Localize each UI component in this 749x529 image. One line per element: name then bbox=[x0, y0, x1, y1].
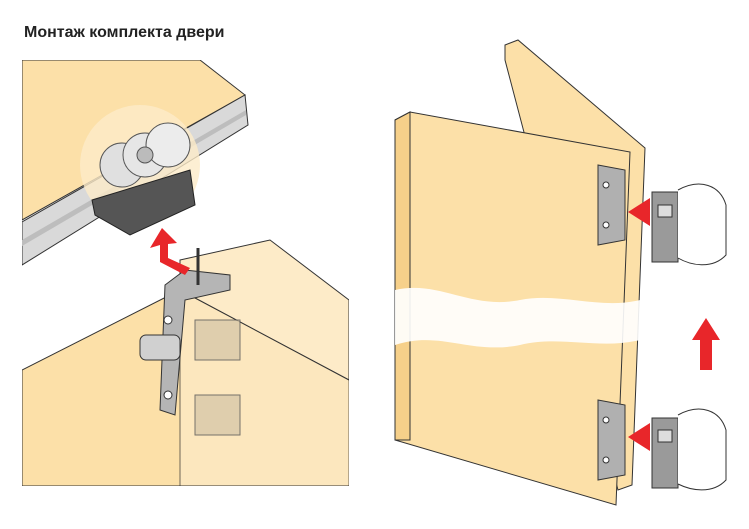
page-title: Монтаж комплекта двери bbox=[24, 24, 225, 41]
left-illustration bbox=[22, 60, 349, 486]
up-arrow-icon bbox=[692, 318, 720, 370]
pointer-arrow-icon bbox=[628, 198, 650, 226]
carriage bbox=[91, 122, 196, 236]
right-illustration bbox=[394, 39, 727, 506]
pointer-arrow-icon bbox=[628, 423, 650, 451]
hand-with-bracket-bottom bbox=[651, 408, 727, 491]
door-bracket-top bbox=[597, 164, 626, 246]
hand-with-bracket-top bbox=[651, 183, 727, 266]
up-arrow-icon bbox=[150, 228, 190, 275]
door-bracket-bottom bbox=[597, 399, 626, 481]
door-bracket bbox=[139, 248, 241, 436]
